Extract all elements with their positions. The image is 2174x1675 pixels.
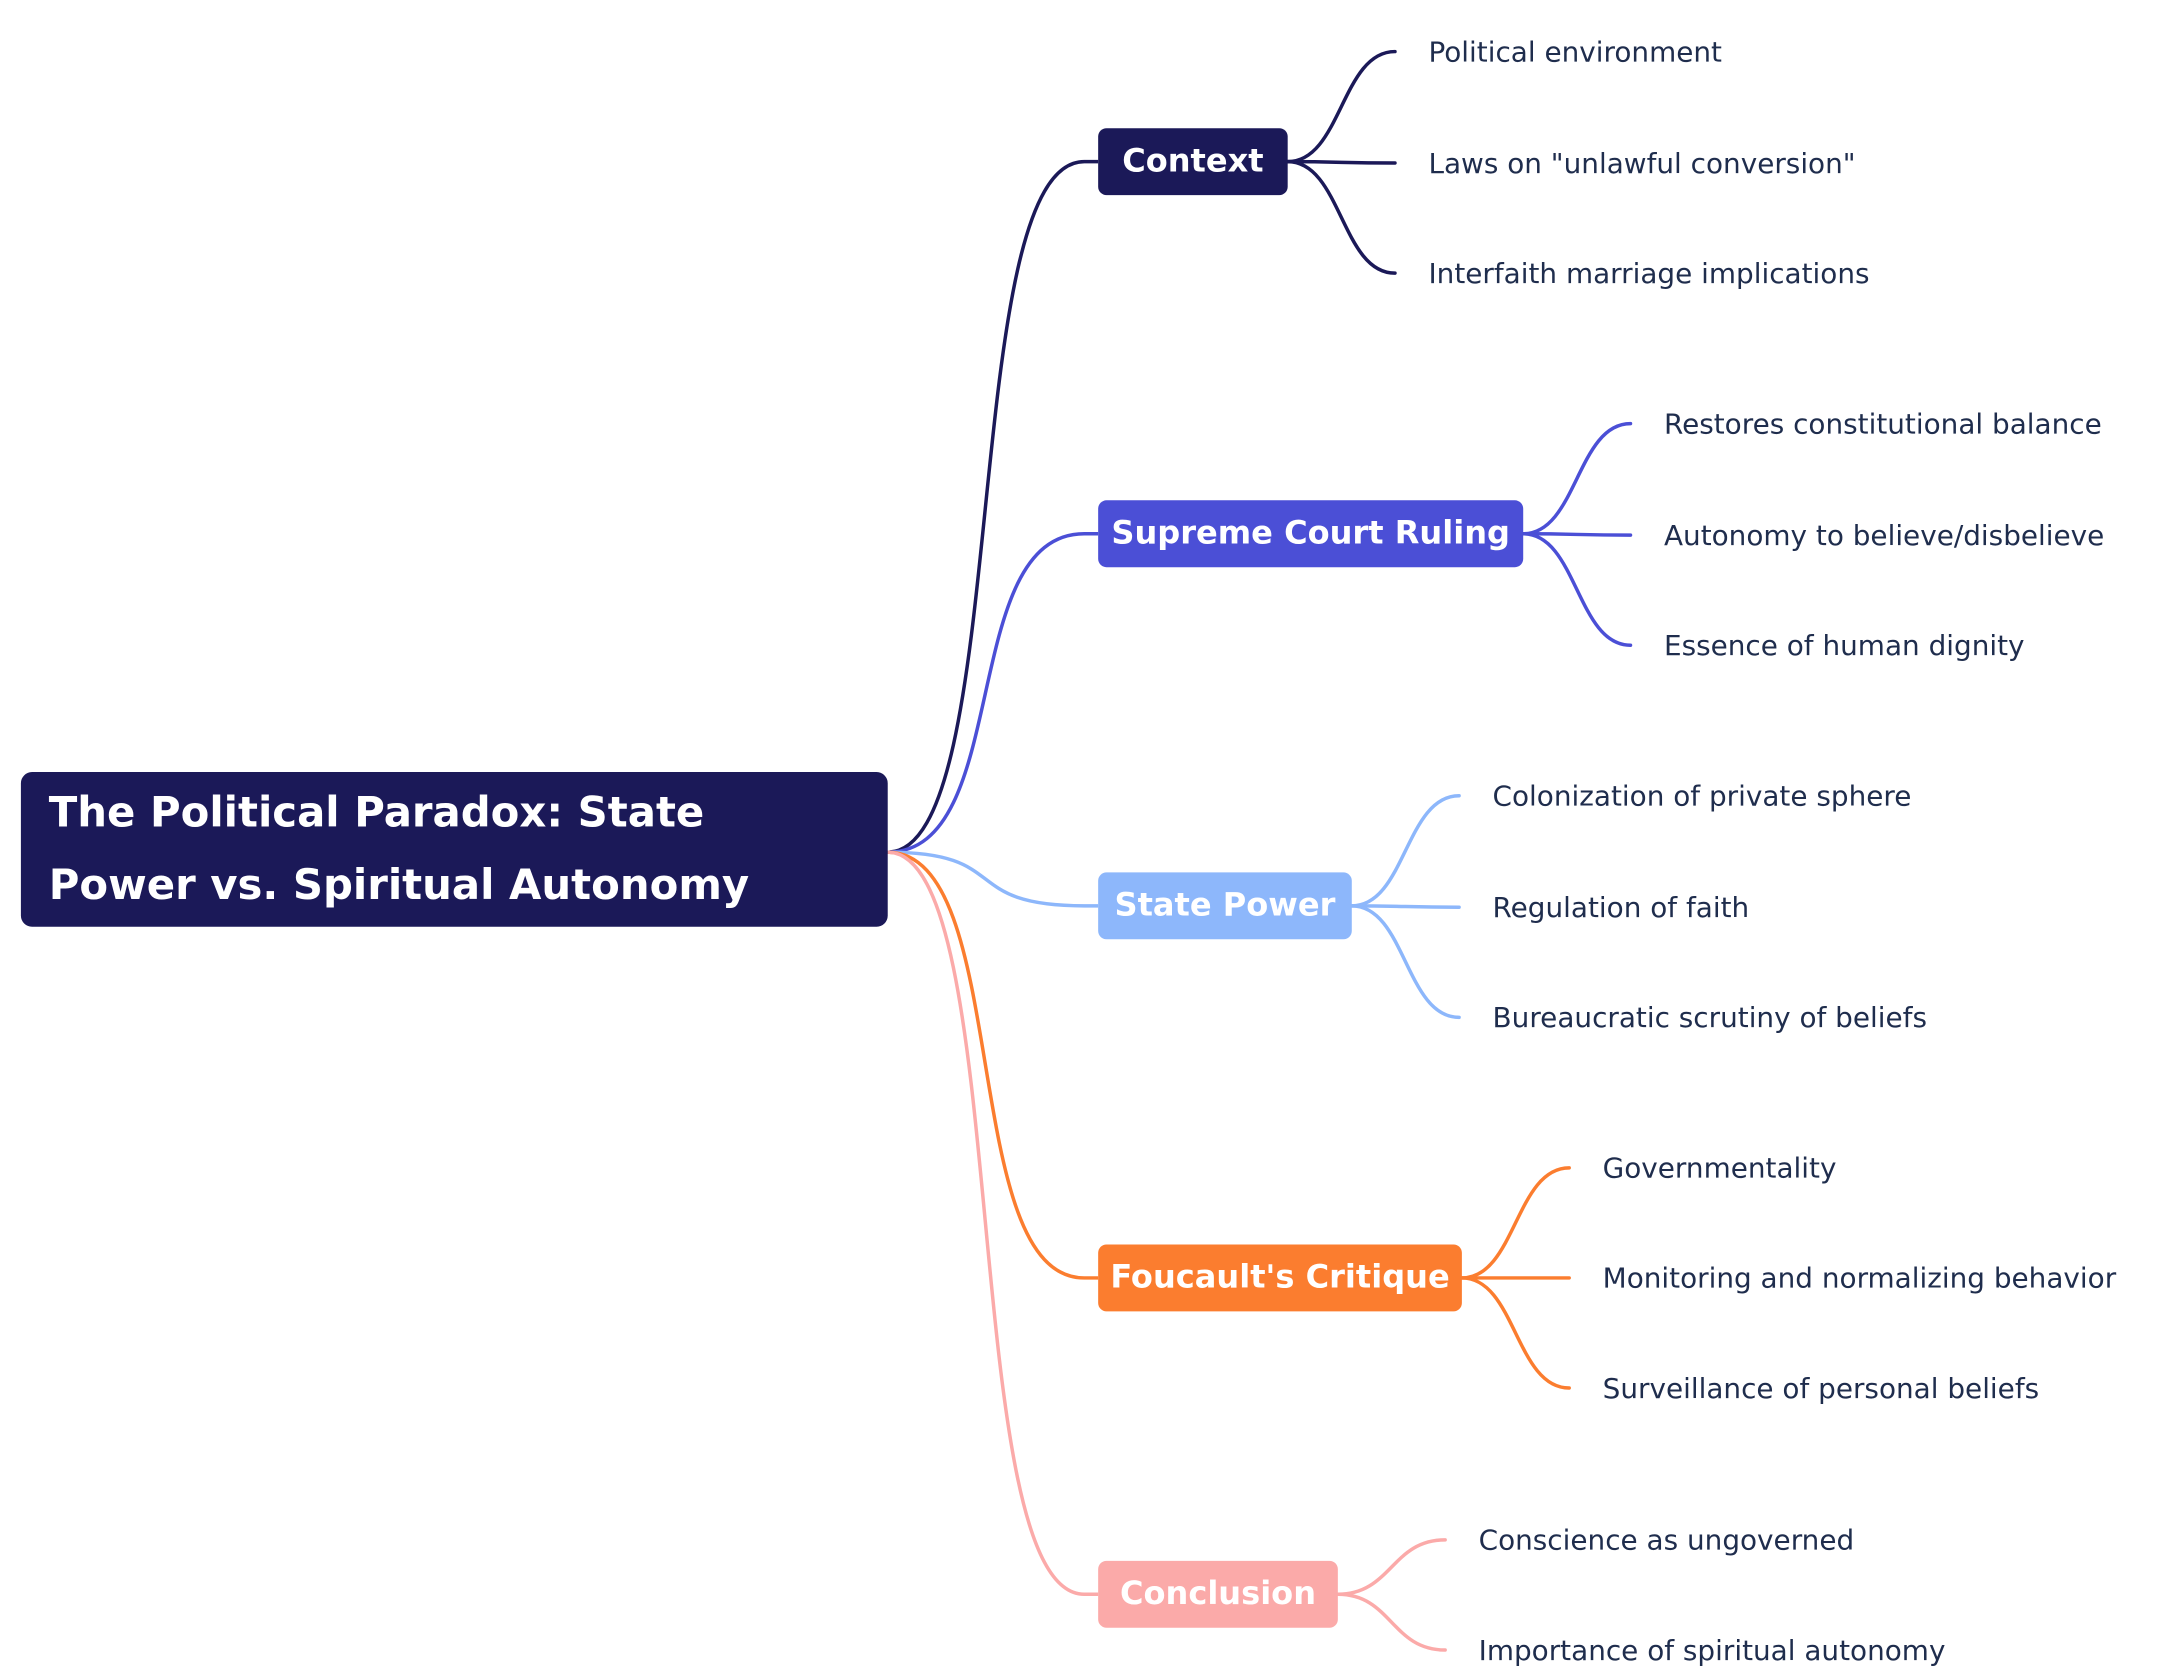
branch-state-power-label: State Power: [1114, 887, 1336, 924]
branch-state-power[interactable]: State Power: [1098, 872, 1352, 940]
leaf-governmentality[interactable]: Governmentality: [1602, 1151, 1837, 1185]
root-connector-4: [887, 850, 1099, 1597]
leaf-connector-2-0: [1350, 794, 1461, 908]
leaf-connector-1-2: [1521, 532, 1633, 647]
leaf-surveillance-beliefs[interactable]: Surveillance of personal beliefs: [1602, 1371, 2040, 1405]
branch-foucaults-critique-label: Foucault's Critique: [1110, 1259, 1450, 1297]
branch-context-label: Context: [1122, 143, 1264, 180]
root-connector-3: [887, 850, 1099, 1280]
leaf-connector-3-0: [1460, 1166, 1571, 1280]
branch-foucaults-critique[interactable]: Foucault's Critique: [1098, 1244, 1462, 1312]
leaf-interfaith-marriage[interactable]: Interfaith marriage implications: [1428, 256, 1870, 290]
leaf-regulation-of-faith[interactable]: Regulation of faith: [1492, 890, 1750, 924]
root-connector-1: [887, 532, 1099, 854]
leaf-conscience-ungoverned[interactable]: Conscience as ungoverned: [1478, 1523, 1855, 1557]
leaf-connector-1-0: [1521, 421, 1633, 536]
leaf-restores-constitutional-balance[interactable]: Restores constitutional balance: [1663, 406, 2102, 441]
root-topic[interactable]: The Political Paradox: State Power vs. S…: [20, 772, 888, 927]
branch-conclusion[interactable]: Conclusion: [1098, 1560, 1338, 1628]
leaf-connector-1-1: [1521, 532, 1633, 537]
leaf-spiritual-autonomy[interactable]: Importance of spiritual autonomy: [1478, 1633, 1946, 1667]
leaf-political-environment[interactable]: Political environment: [1428, 34, 1722, 69]
root-connector-0: [887, 159, 1099, 854]
branch-supreme-court-ruling[interactable]: Supreme Court Ruling: [1098, 500, 1524, 568]
leaf-autonomy-believe[interactable]: Autonomy to believe/disbelieve: [1663, 518, 2105, 552]
leaf-connector-0-0: [1285, 49, 1397, 164]
leaf-laws-unlawful-conversion[interactable]: Laws on "unlawful conversion": [1428, 146, 1856, 180]
leaf-bureaucratic-scrutiny[interactable]: Bureaucratic scrutiny of beliefs: [1492, 1000, 1928, 1035]
leaf-human-dignity[interactable]: Essence of human dignity: [1663, 628, 2025, 662]
leaf-monitoring-normalizing[interactable]: Monitoring and normalizing behavior: [1602, 1261, 2117, 1295]
branch-context[interactable]: Context: [1098, 128, 1288, 196]
leaf-connector-2-2: [1350, 904, 1461, 1020]
branch-conclusion-label: Conclusion: [1119, 1576, 1317, 1613]
leaf-connector-3-2: [1460, 1276, 1571, 1390]
leaf-connector-4-1: [1336, 1592, 1447, 1652]
leaf-connector-2-1: [1350, 904, 1461, 909]
leaf-connector-4-0: [1336, 1538, 1447, 1597]
leaf-connector-0-1: [1285, 159, 1397, 165]
leaf-connector-0-2: [1285, 159, 1397, 275]
root-topic-label: The Political Paradox: State Power vs. S…: [48, 788, 750, 910]
branch-supreme-court-ruling-label: Supreme Court Ruling: [1111, 515, 1510, 552]
root-connector-2: [887, 850, 1099, 908]
leaf-colonization-private-sphere[interactable]: Colonization of private sphere: [1492, 779, 1912, 813]
